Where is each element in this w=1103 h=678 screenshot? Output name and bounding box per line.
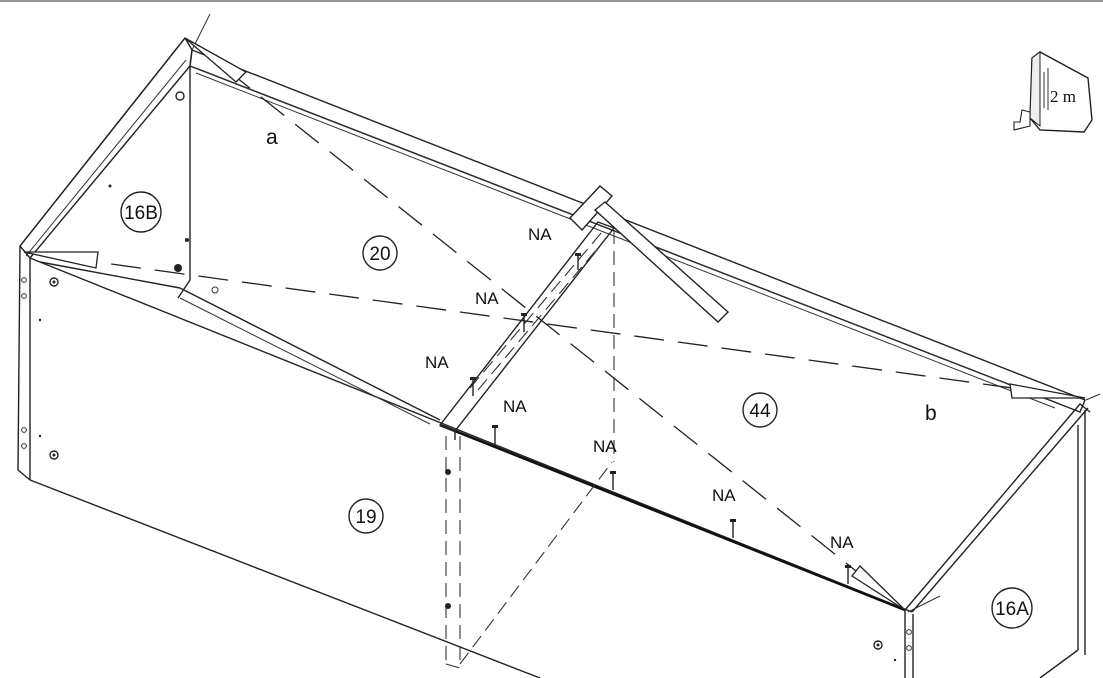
bottom-panel-19 — [29, 257, 913, 678]
nails — [470, 253, 851, 584]
side-panel-16a — [893, 393, 1101, 678]
svg-text:16A: 16A — [995, 599, 1029, 620]
diagonal-measurements — [23, 37, 1086, 613]
nail-icon — [521, 313, 527, 332]
svg-text:44: 44 — [749, 401, 771, 422]
nail-icon — [610, 471, 616, 490]
nail-icon — [730, 519, 736, 538]
point-label-b: b — [925, 402, 937, 425]
tape-measure-icon: 2 m — [1013, 51, 1093, 133]
part-label-16a: 16A — [991, 587, 1033, 629]
nail-icon — [575, 253, 581, 270]
nail-label: NA — [593, 437, 617, 456]
nail-label: NA — [830, 533, 854, 552]
nail-icon — [845, 565, 851, 584]
nail-label: NA — [503, 397, 527, 416]
side-panel-16b — [17, 13, 219, 481]
nail-icon — [470, 377, 476, 396]
point-label-a: a — [266, 126, 278, 149]
nail-icon — [492, 425, 498, 444]
part-label-16b: 16B — [120, 191, 162, 233]
part-label-20: 20 — [362, 235, 398, 271]
part-label-44: 44 — [742, 392, 778, 428]
nail-label: NA — [528, 225, 552, 244]
svg-text:16B: 16B — [124, 203, 158, 224]
nail-label: NA — [425, 353, 449, 372]
divider-panel-44 — [439, 221, 615, 669]
hammer-icon — [569, 185, 730, 323]
svg-text:19: 19 — [355, 507, 376, 528]
diagonal-a — [191, 41, 906, 611]
tape-measure-label: 2 m — [1050, 87, 1076, 106]
svg-text:20: 20 — [369, 244, 390, 265]
part-label-19: 19 — [348, 498, 384, 534]
diagonal-b — [23, 251, 1086, 399]
nail-label: NA — [475, 289, 499, 308]
hole — [175, 91, 185, 101]
nail-label: NA — [712, 486, 736, 505]
